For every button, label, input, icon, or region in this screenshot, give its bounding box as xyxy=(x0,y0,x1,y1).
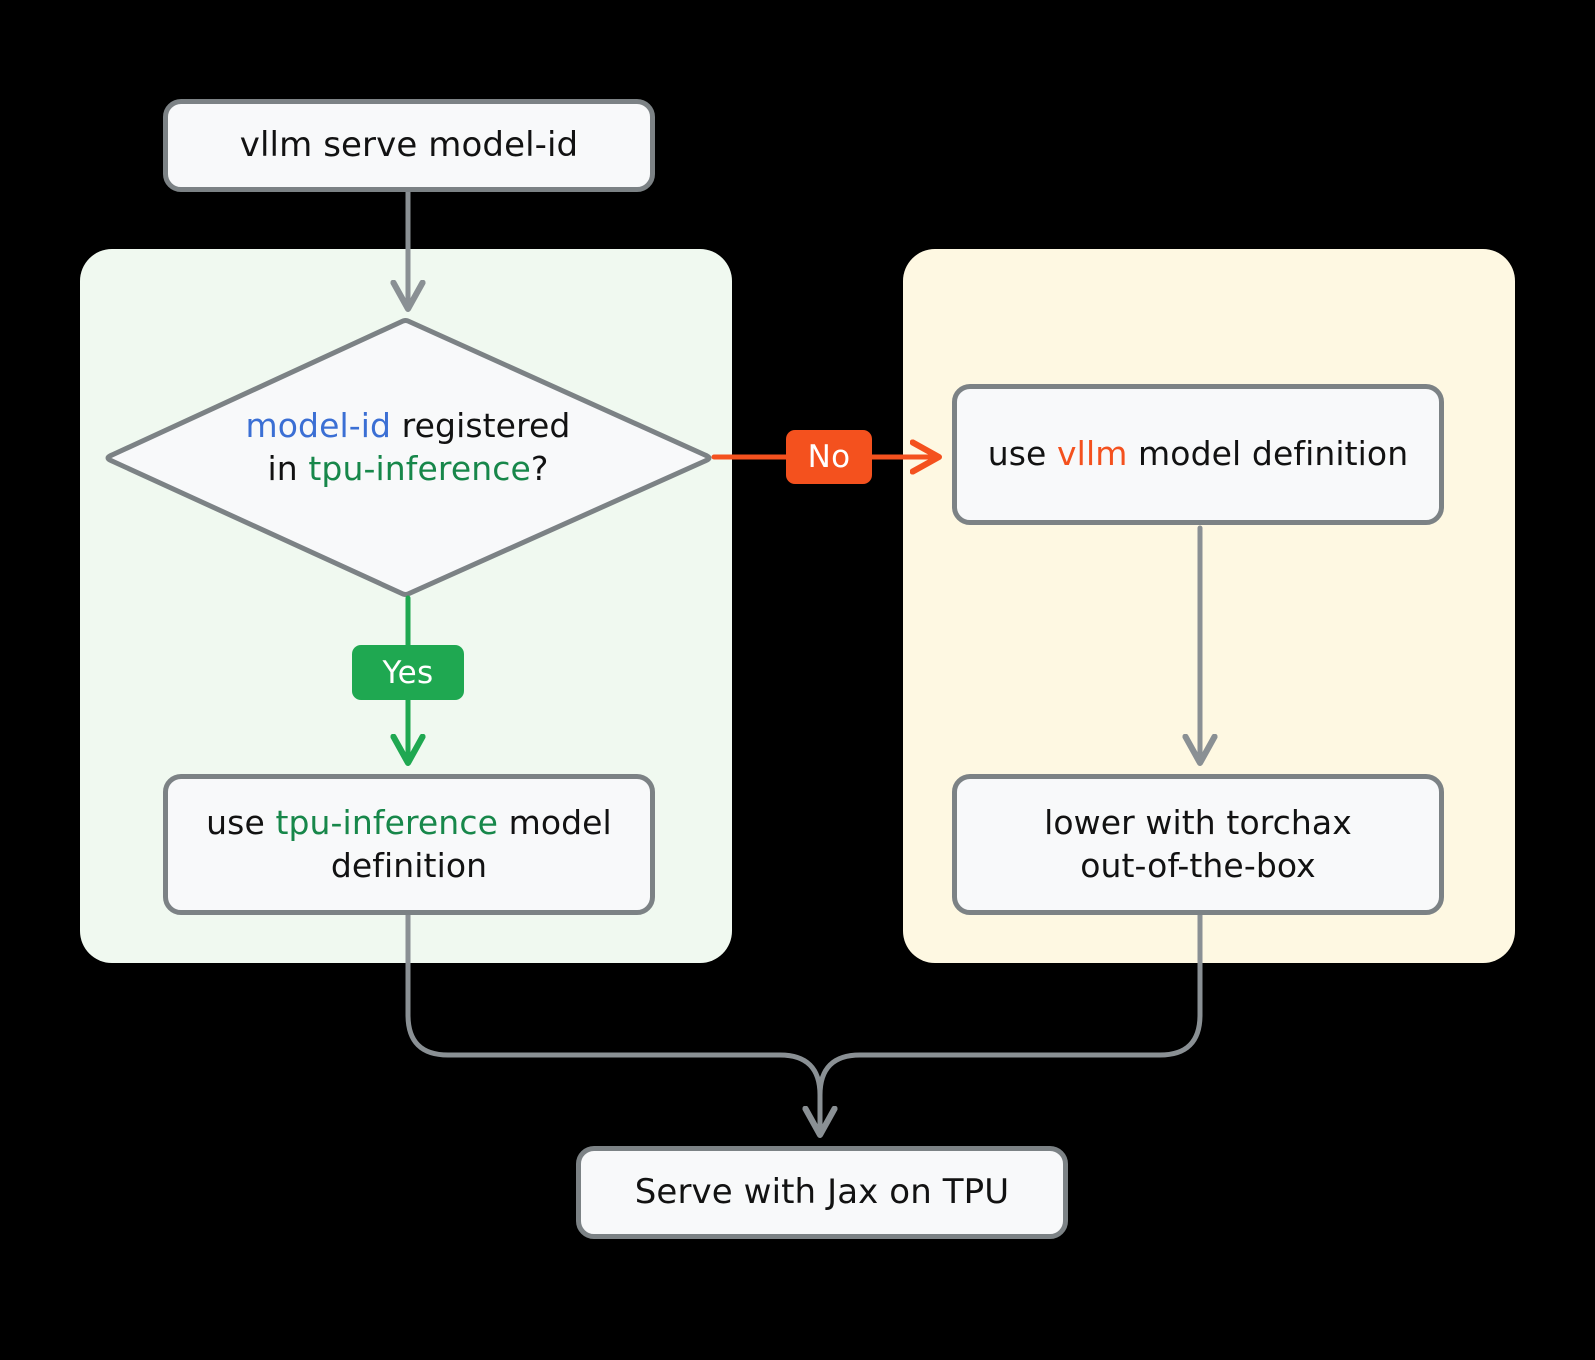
use-tpu-keyword-tpu-inference: tpu-inference xyxy=(275,803,498,843)
edge-label-no-text: No xyxy=(807,439,851,475)
decision-diamond-shape xyxy=(105,318,712,597)
edge-label-yes-text: Yes xyxy=(382,654,434,691)
node-serve-label: Serve with Jax on TPU xyxy=(634,1171,1010,1212)
node-use-tpu-inference-label: use tpu-inference model definition xyxy=(168,802,650,886)
use-vllm-text-model-definition: model definition xyxy=(1127,434,1409,474)
use-tpu-text-model-definition: model definition xyxy=(330,803,612,885)
use-tpu-text-use: use xyxy=(206,803,276,843)
node-use-vllm-label: use vllm model definition xyxy=(957,433,1439,475)
torchax-line-1: lower with torchax xyxy=(1044,803,1352,843)
node-lower-torchax[interactable]: lower with torchax out-of-the-box xyxy=(952,774,1444,915)
node-use-tpu-inference[interactable]: use tpu-inference model definition xyxy=(163,774,655,915)
node-start[interactable]: vllm serve model-id xyxy=(163,99,655,192)
edge-label-yes: Yes xyxy=(352,645,464,700)
edge-torchax-to-serve xyxy=(817,912,1203,1135)
edge-tpu-to-serve xyxy=(405,912,820,1132)
torchax-line-2: out-of-the-box xyxy=(1080,845,1316,885)
node-lower-torchax-label: lower with torchax out-of-the-box xyxy=(957,802,1439,886)
use-vllm-keyword-vllm: vllm xyxy=(1057,434,1128,474)
node-use-vllm[interactable]: use vllm model definition xyxy=(952,384,1444,525)
node-serve[interactable]: Serve with Jax on TPU xyxy=(576,1146,1068,1239)
edge-label-no: No xyxy=(786,430,872,484)
node-start-label: vllm serve model-id xyxy=(239,124,579,165)
use-vllm-text-use: use xyxy=(987,434,1058,474)
